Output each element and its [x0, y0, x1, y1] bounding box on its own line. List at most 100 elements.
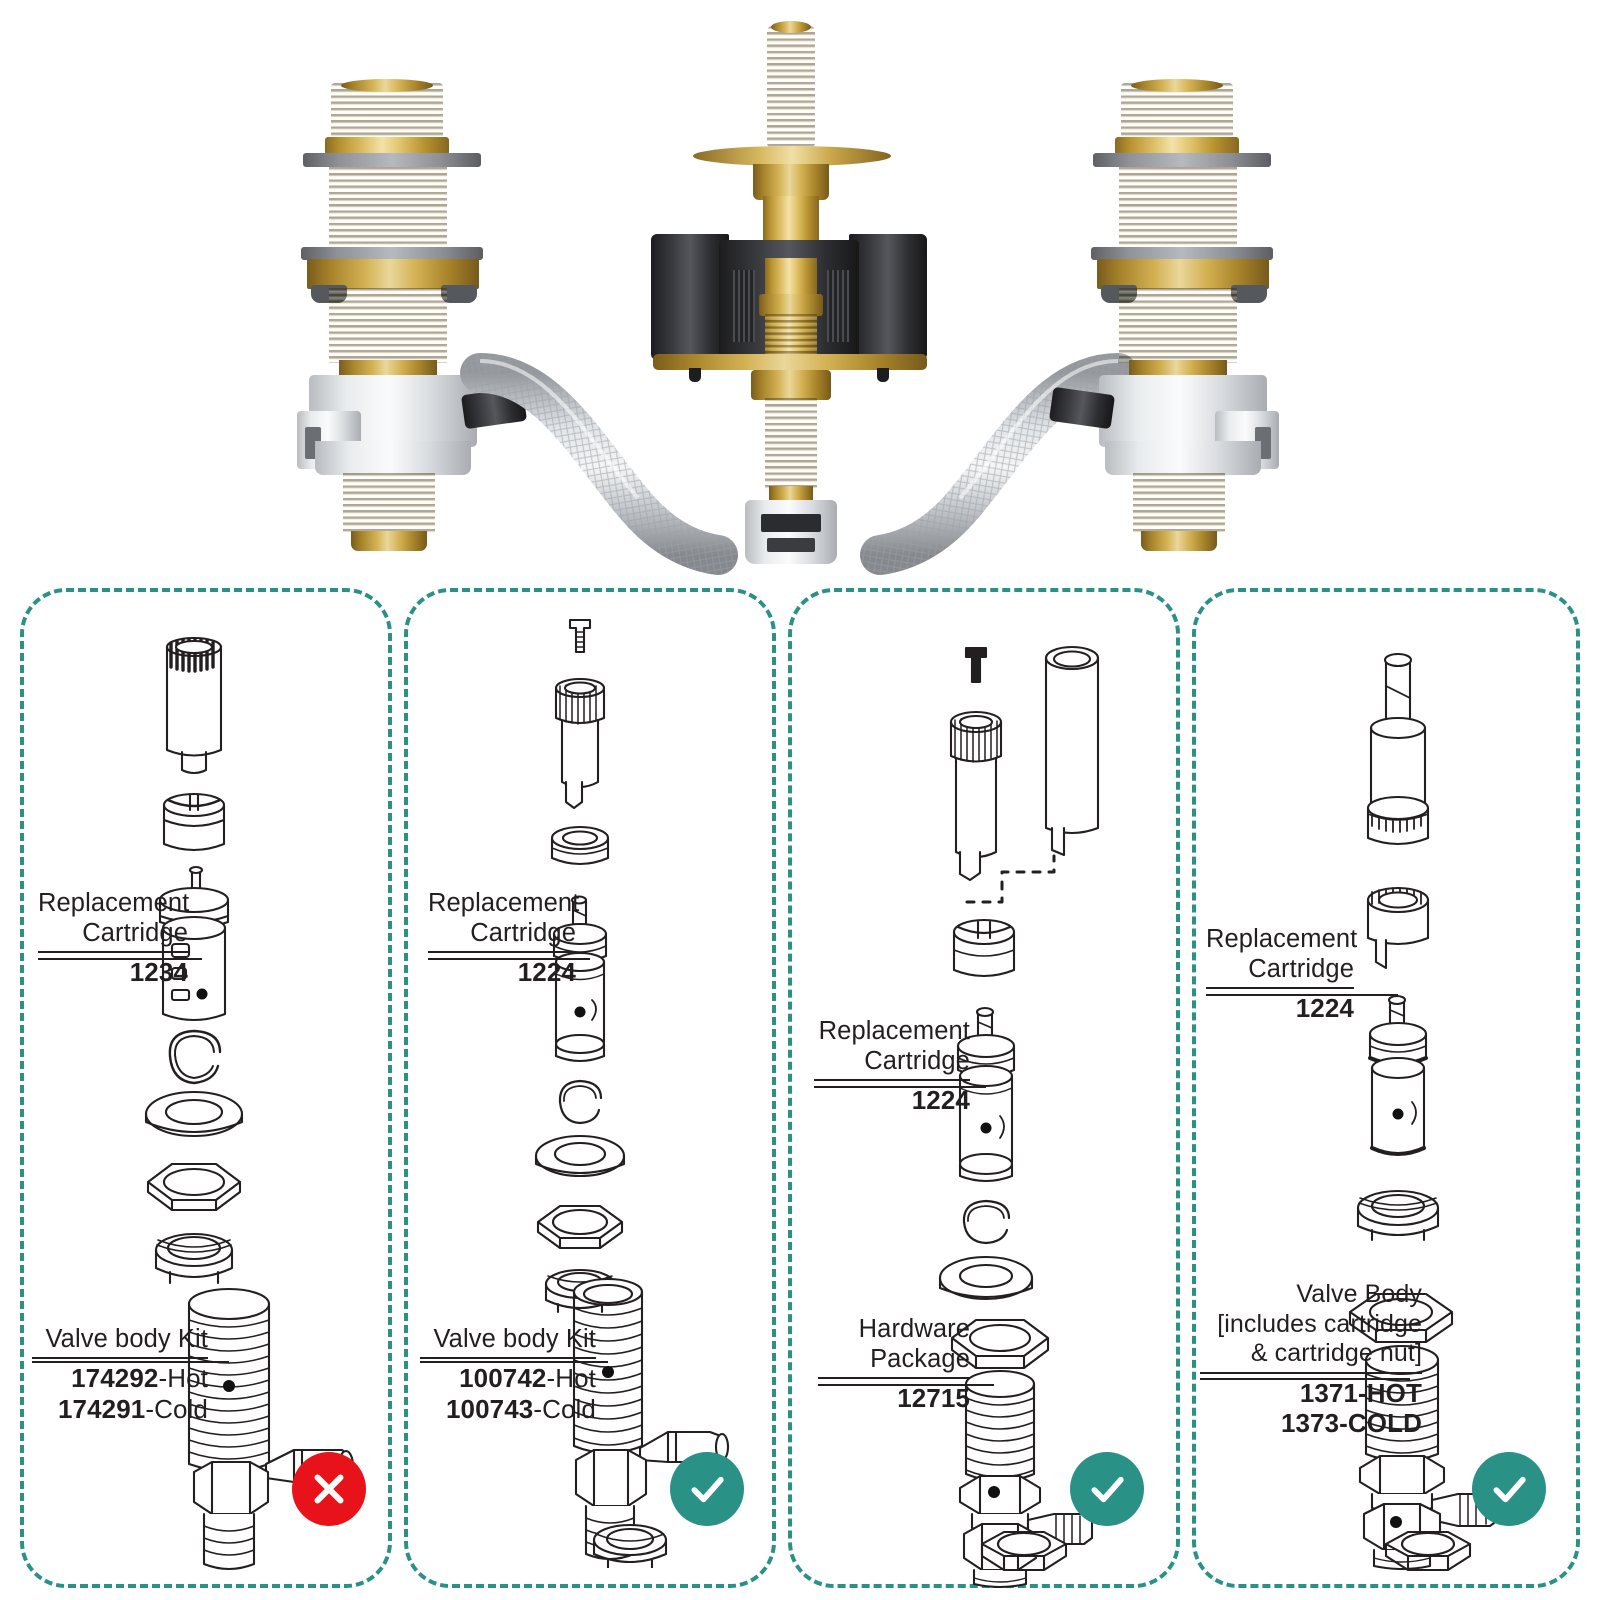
- label-code: 1224: [517, 957, 576, 988]
- right-connector-lower: [1105, 441, 1261, 475]
- diverter-escutcheon: [693, 146, 891, 166]
- panel1-valvebody-label: Valve body Kit 174292-Hot 174291-Cold: [32, 1324, 208, 1424]
- label-line-1: Valve Body: [1296, 1280, 1422, 1308]
- panel-compatible-hardware-12715[interactable]: Replacement Cartridge 1224 Hardware Pack…: [788, 588, 1180, 1589]
- right-valve-clip-a: [1101, 285, 1137, 303]
- label-rule: [38, 951, 188, 954]
- diverter-housing-right: [849, 234, 927, 360]
- label-line-1: Valve body Kit: [433, 1325, 596, 1353]
- panel3-cartridge-label: Replacement Cartridge 1224: [814, 1016, 970, 1116]
- label-line-2: [includes cartridge: [1217, 1309, 1422, 1338]
- panel3-cartridge-leader: [814, 1086, 986, 1088]
- left-valve-washer-upper: [303, 153, 481, 167]
- panel4-exploded-art: [1324, 628, 1524, 1268]
- label-line-1: Valve body Kit: [45, 1325, 208, 1353]
- label-rule: [32, 1357, 208, 1360]
- panel1-valvebody-leader: [32, 1361, 229, 1363]
- panel-compatible-1224-a[interactable]: Replacement Cartridge 1224 Valve body Ki…: [404, 588, 776, 1588]
- left-valve-top-thread: [331, 83, 443, 145]
- diverter-housing-ribs-right: [827, 270, 849, 342]
- panel4-cartridge-label: Replacement Cartridge 1224: [1206, 924, 1358, 1024]
- left-valve-washer-lower: [301, 247, 483, 260]
- left-valve-top-cap: [341, 79, 433, 92]
- label-rule: [1200, 1371, 1422, 1374]
- panel3-hexnut-art: [938, 1300, 1088, 1390]
- panel3-valve-body-art: [942, 1368, 1142, 1589]
- label-rule: [1206, 987, 1354, 990]
- label-code-cold: 174291-Cold: [32, 1394, 208, 1425]
- left-valve-lower-barrel: [329, 288, 447, 363]
- diverter-tee-window-2: [767, 538, 815, 552]
- left-valve-assembly: [295, 75, 528, 555]
- right-valve-washer-lower: [1091, 247, 1273, 260]
- right-valve-upper-barrel: [1119, 167, 1237, 249]
- diverter-mount-bracket: [653, 354, 927, 370]
- left-braided-hose: [460, 353, 770, 575]
- label-code: 12715: [897, 1383, 970, 1414]
- left-valve-clip-a: [311, 285, 347, 303]
- panel2-valve-body-art: [550, 1272, 750, 1572]
- label-line-1: Replacement: [818, 1017, 970, 1045]
- status-badge-compatible: [1472, 1452, 1546, 1526]
- label-line-2: Cartridge: [864, 1047, 970, 1076]
- label-code-hot: 174292-Hot: [32, 1363, 208, 1394]
- panel3-hardware-leader: [818, 1384, 994, 1386]
- panel3-exploded-art: [892, 610, 1132, 1310]
- label-code-hot: 1371-HOT: [1299, 1377, 1422, 1408]
- label-line-1: Replacement: [38, 889, 190, 917]
- label-code: 1234: [129, 957, 188, 988]
- label-code: 1224: [1295, 993, 1354, 1024]
- label-rule: [818, 1377, 970, 1380]
- left-valve-upper-barrel: [329, 167, 447, 249]
- code-suffix: -Cold: [145, 1393, 208, 1424]
- diverter-lower-shank: [765, 398, 817, 490]
- status-badge-incompatible: [292, 1452, 366, 1526]
- panel3-hardware-label: Hardware Package 12715: [818, 1314, 970, 1414]
- panel-incompatible-1234[interactable]: Replacement Cartridge 1234 Valve body Ki…: [20, 588, 392, 1588]
- center-diverter-assembly: [645, 18, 945, 564]
- left-valve-outlet-tip: [351, 531, 427, 551]
- panel2-cartridge-leader: [428, 958, 590, 960]
- diverter-top-thread: [767, 26, 815, 148]
- panel-compatible-valvebody-1371[interactable]: Replacement Cartridge 1224 Valve Body [i…: [1192, 588, 1580, 1588]
- code-number: 100743: [445, 1393, 534, 1424]
- panel2-cartridge-label: Replacement Cartridge 1224: [428, 888, 580, 988]
- right-valve-washer-upper: [1093, 153, 1271, 167]
- code-suffix: -Hot: [546, 1363, 596, 1394]
- panel1-cartridge-label: Replacement Cartridge 1234: [38, 888, 190, 988]
- code-number: 174291: [57, 1393, 146, 1424]
- label-line-1: Replacement: [1206, 925, 1358, 953]
- status-badge-compatible: [1070, 1452, 1144, 1526]
- diverter-housing-ribs: [733, 270, 755, 342]
- panel2-exploded-art: [516, 610, 696, 1314]
- label-line-2: Package: [870, 1345, 970, 1374]
- left-connector-lower: [315, 441, 471, 475]
- code-suffix: -Cold: [533, 1393, 596, 1424]
- diverter-neck: [753, 164, 829, 200]
- label-code-cold: 1373-COLD: [1280, 1408, 1422, 1439]
- label-rule: [428, 951, 576, 954]
- panel4-valve-body-art: [1340, 1344, 1550, 1571]
- diverter-outlet: [769, 486, 813, 504]
- diverter-top-tip: [771, 21, 811, 33]
- label-line-2: Cartridge: [82, 919, 188, 948]
- right-valve-assembly: [1048, 75, 1295, 555]
- check-icon: [691, 1476, 724, 1503]
- panel1-exploded-art: [134, 622, 314, 1302]
- label-line-1: Replacement: [428, 889, 580, 917]
- right-valve-clip-b: [1231, 285, 1267, 303]
- panel1-cartridge-leader: [38, 958, 202, 960]
- label-line-3: & cartridge nut]: [1250, 1339, 1422, 1367]
- right-valve-top-thread: [1121, 83, 1233, 145]
- right-valve-lower-barrel: [1119, 288, 1237, 363]
- right-valve-outlet-thread: [1133, 473, 1225, 535]
- right-valve-shoulder: [1115, 137, 1239, 155]
- panel2-coupling-nut-art: [578, 1520, 698, 1582]
- label-line-2: Cartridge: [470, 919, 576, 948]
- diverter-inner-collar: [759, 294, 823, 316]
- panel2-valvebody-label: Valve body Kit 100742-Hot 100743-Cold: [420, 1324, 596, 1424]
- panel3-coupling-nut-art: [970, 1520, 1100, 1584]
- left-valve-nut-flange: [307, 259, 479, 289]
- label-code-cold: 100743-Cold: [420, 1394, 596, 1425]
